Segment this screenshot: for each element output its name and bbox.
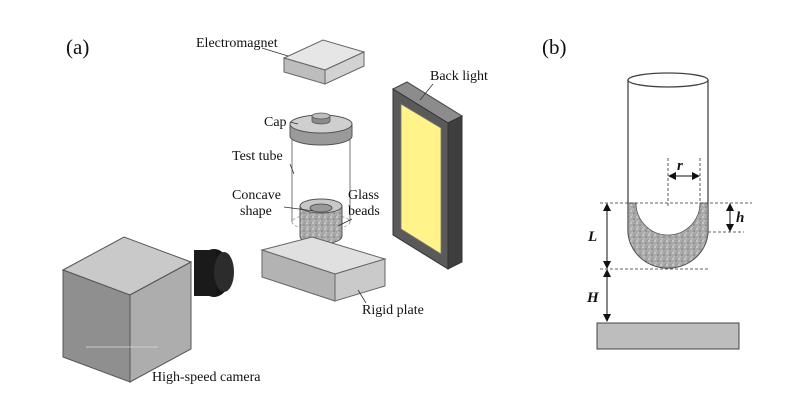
back-light-label: Back light [430, 69, 488, 84]
rigid-plate [260, 236, 387, 302]
glass-beads-label-line2: beads [348, 204, 380, 219]
concave-shape-label-line1: Concave [232, 188, 281, 203]
test-tube-label: Test tube [232, 149, 283, 164]
high-speed-camera [61, 236, 234, 383]
back-light-panel [391, 81, 464, 270]
cap-label: Cap [264, 115, 287, 130]
glass-beads-leader [337, 218, 353, 227]
concave-shape-label-line2: shape [240, 204, 272, 219]
depth-label: h [736, 210, 744, 226]
glass-beads [299, 198, 343, 245]
back-light-leader [419, 83, 434, 101]
electromagnet-leader [261, 47, 289, 57]
concave-shape-leader [283, 206, 315, 212]
radius-label: r [677, 158, 683, 174]
panel-a-tag: (a) [66, 35, 89, 59]
test-tube-leader [289, 163, 295, 175]
base-plate [596, 322, 740, 350]
glass-beads-label-line1: Glass [348, 188, 379, 203]
height-label: H [586, 290, 600, 306]
electromagnet-label: Electromagnet [196, 36, 278, 51]
panel-b-tag: (b) [542, 35, 567, 59]
cap-leader [289, 121, 299, 125]
rigid-plate-leader [357, 289, 367, 304]
dimension-arrows [603, 172, 734, 322]
cap [289, 112, 353, 146]
camera-label: High-speed camera [152, 370, 261, 385]
electromagnet-block [282, 39, 366, 85]
length-label: L [587, 229, 597, 245]
rigid-plate-label: Rigid plate [362, 303, 424, 318]
